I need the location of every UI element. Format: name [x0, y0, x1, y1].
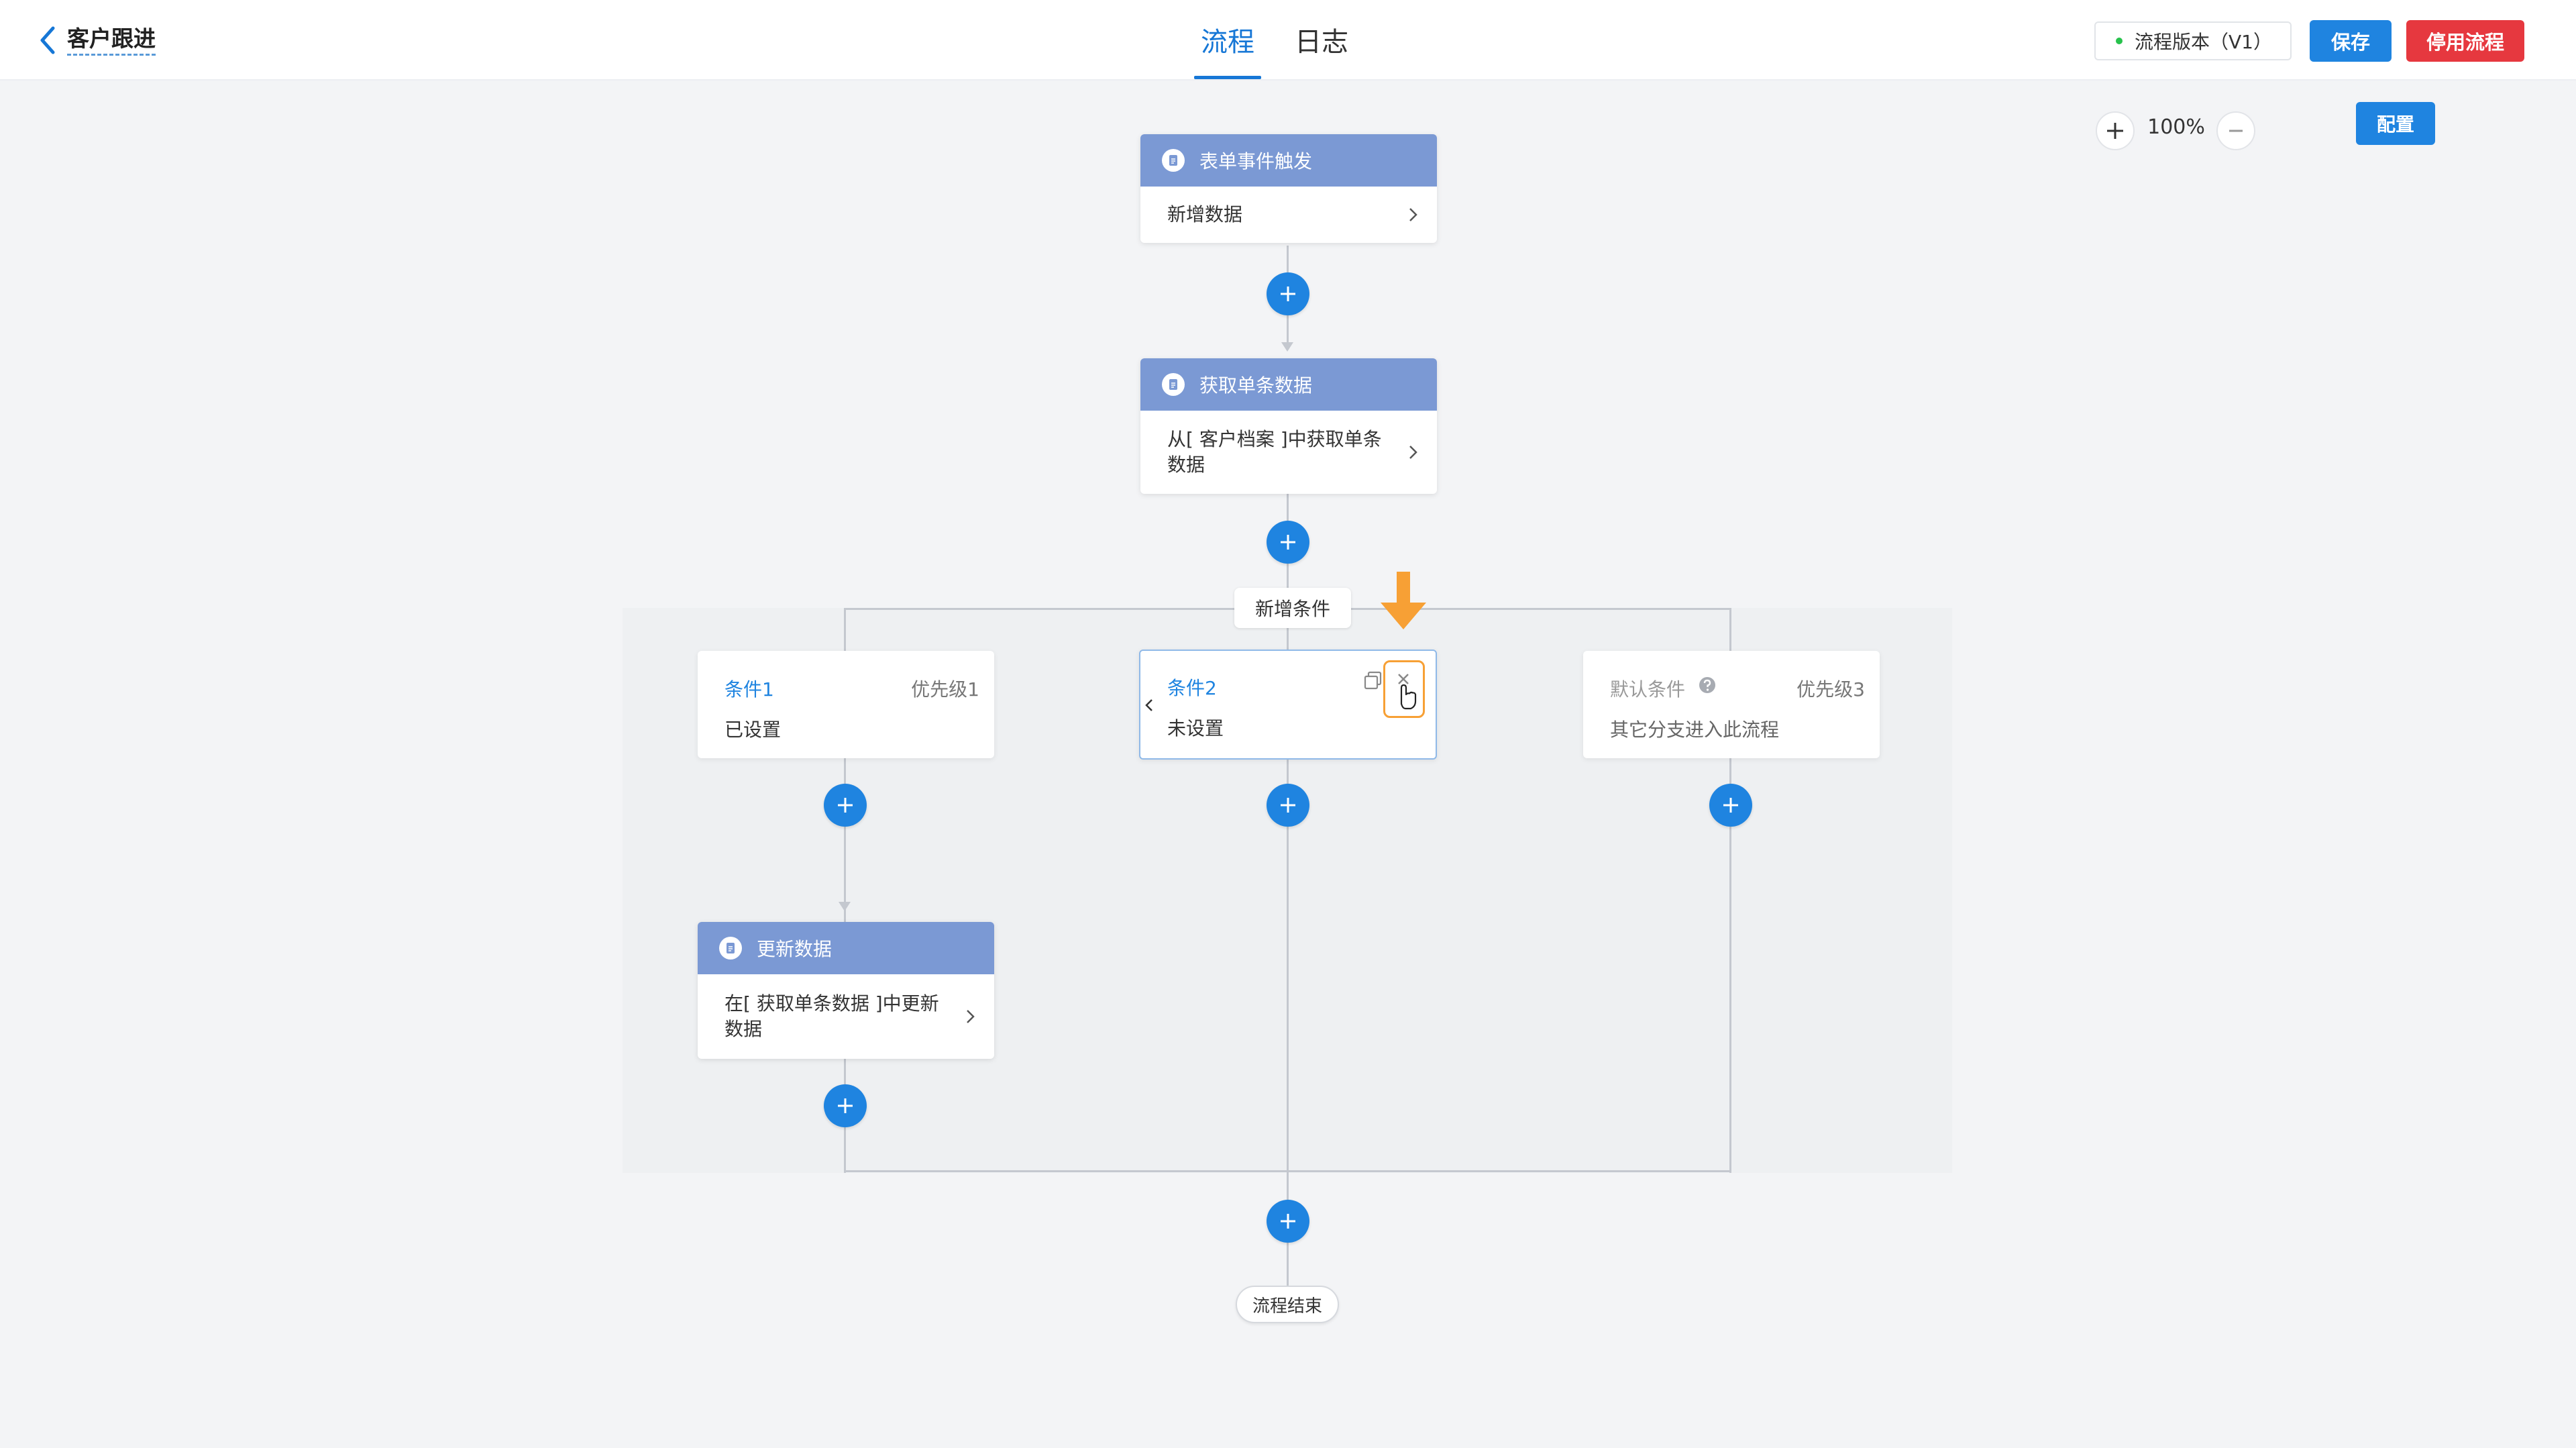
add-step-button[interactable] [1267, 784, 1309, 827]
add-step-button[interactable] [824, 784, 867, 827]
flow-end-node: 流程结束 [1236, 1286, 1339, 1323]
arrow-down-icon [1281, 342, 1293, 352]
config-button[interactable]: 配置 [2356, 102, 2435, 145]
update-node-body: 在[ 获取单条数据 ]中更新数据 [698, 974, 994, 1059]
plus-icon [1723, 798, 1738, 813]
plus-icon [1281, 798, 1295, 813]
branch-line-middle [1287, 756, 1289, 1173]
minus-icon [2229, 130, 2243, 132]
fetch-node-desc: 从[ 客户档案 ]中获取单条数据 [1167, 428, 1382, 476]
back-button[interactable] [27, 20, 67, 60]
plus-icon [838, 798, 853, 813]
plus-icon [1281, 287, 1295, 301]
branch-line-right [1729, 608, 1731, 1173]
chevron-right-icon [967, 1010, 975, 1023]
trigger-node-body: 新增数据 [1140, 187, 1437, 243]
fetch-node-header: 获取单条数据 [1140, 358, 1437, 411]
condition-name: 条件1 [724, 678, 774, 701]
highlight-arrow-icon [1381, 572, 1426, 629]
condition-priority: 优先级1 [911, 678, 979, 701]
status-dot-icon [2116, 38, 2123, 44]
condition-card-default[interactable]: 默认条件 优先级3 其它分支进入此流程 [1583, 651, 1880, 758]
add-condition-button[interactable]: 新增条件 [1234, 588, 1351, 628]
update-node-desc: 在[ 获取单条数据 ]中更新数据 [724, 992, 939, 1040]
chevron-right-icon [1409, 446, 1417, 459]
document-icon [1162, 373, 1185, 396]
add-step-button[interactable] [1267, 1200, 1309, 1243]
condition-card-1[interactable]: 条件1 优先级1 已设置 [698, 651, 994, 758]
condition-priority: 优先级3 [1796, 678, 1865, 701]
version-selector[interactable]: 流程版本（V1） [2094, 21, 2292, 60]
tab-flow[interactable]: 流程 [1194, 0, 1261, 79]
delete-button[interactable] [1383, 660, 1425, 718]
tab-log[interactable]: 日志 [1295, 27, 1348, 58]
condition-desc: 未设置 [1167, 717, 1224, 739]
save-button[interactable]: 保存 [2310, 20, 2392, 62]
fetch-node-body: 从[ 客户档案 ]中获取单条数据 [1140, 411, 1437, 494]
zoom-in-button[interactable] [2096, 111, 2135, 150]
help-icon[interactable] [1697, 675, 1717, 695]
plus-icon [2107, 123, 2123, 139]
branch-line-left [844, 608, 846, 1173]
add-step-button[interactable] [1709, 784, 1752, 827]
condition-name: 默认条件 [1610, 678, 1686, 701]
condition-desc: 其它分支进入此流程 [1610, 719, 1780, 741]
add-step-button[interactable] [1267, 272, 1309, 315]
plus-icon [838, 1098, 853, 1113]
trigger-node-title: 表单事件触发 [1199, 150, 1313, 172]
version-label: 流程版本（V1） [2135, 31, 2272, 53]
zoom-level: 100% [2147, 115, 2205, 139]
document-icon [1162, 149, 1185, 172]
chevron-right-icon [1409, 208, 1417, 221]
zoom-out-button[interactable] [2216, 111, 2255, 150]
view-tabs: 流程 日志 [1194, 0, 1382, 79]
add-step-button[interactable] [1267, 521, 1309, 564]
top-header: 客户跟进 流程 日志 流程版本（V1） 保存 停用流程 [0, 0, 2576, 81]
update-node-header: 更新数据 [698, 922, 994, 974]
update-node[interactable]: 更新数据 在[ 获取单条数据 ]中更新数据 [698, 922, 994, 1059]
close-icon [1398, 674, 1417, 710]
plus-icon [1281, 535, 1295, 550]
condition-card-2[interactable]: 条件2 未设置 [1139, 650, 1437, 760]
plus-icon [1281, 1214, 1295, 1229]
update-node-title: 更新数据 [757, 938, 833, 960]
fetch-node[interactable]: 获取单条数据 从[ 客户档案 ]中获取单条数据 [1140, 358, 1437, 494]
chevron-left-icon[interactable] [1142, 695, 1157, 715]
add-step-button[interactable] [824, 1084, 867, 1127]
chevron-left-icon [40, 26, 55, 54]
trigger-node[interactable]: 表单事件触发 新增数据 [1140, 134, 1437, 243]
arrow-down-icon [839, 902, 851, 911]
document-icon [719, 937, 742, 960]
condition-name: 条件2 [1167, 677, 1217, 699]
copy-icon[interactable] [1362, 670, 1385, 692]
page-title: 客户跟进 [67, 25, 156, 56]
stop-flow-button[interactable]: 停用流程 [2406, 20, 2524, 62]
trigger-node-header: 表单事件触发 [1140, 134, 1437, 187]
condition-desc: 已设置 [724, 719, 782, 741]
trigger-node-desc: 新增数据 [1167, 203, 1243, 225]
fetch-node-title: 获取单条数据 [1199, 374, 1313, 397]
